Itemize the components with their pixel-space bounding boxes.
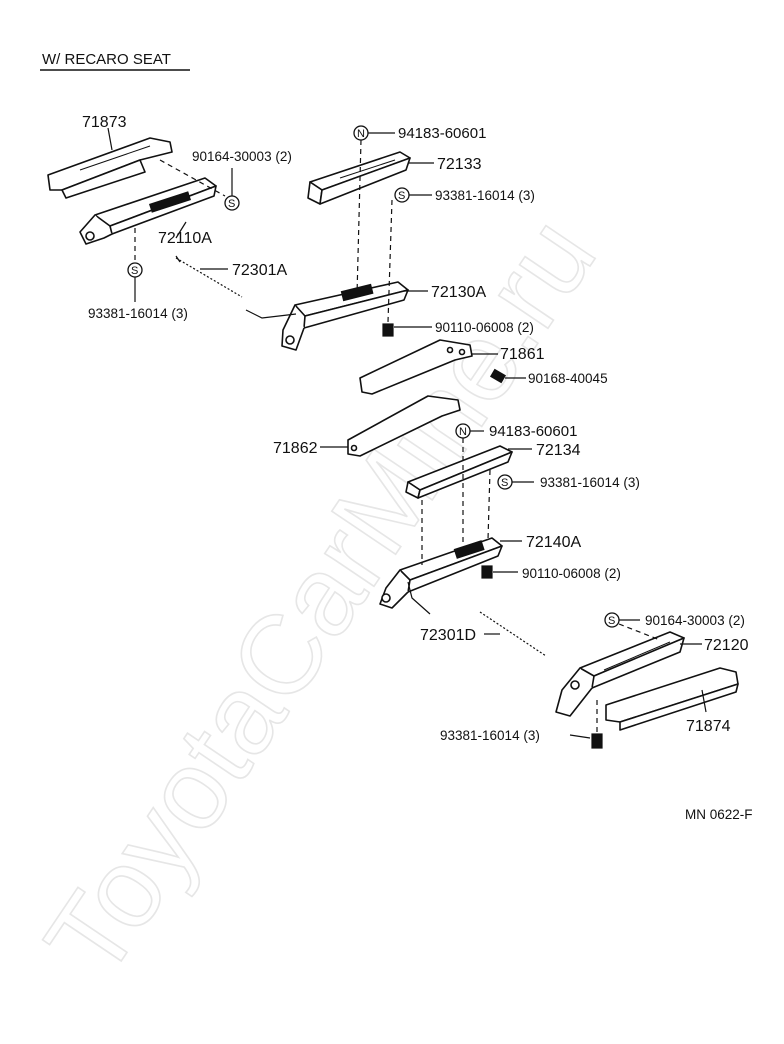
part-label-72110A: 72110A: [158, 230, 212, 247]
part-label-72140A: 72140A: [526, 534, 581, 551]
part-label-71861: 71861: [500, 346, 545, 363]
part-label-94183-60601: 94183-60601: [489, 423, 577, 440]
leader-line: [569, 734, 591, 739]
plate-71861-drawing: [359, 339, 473, 395]
bracket-72134-drawing: [405, 445, 513, 499]
svg-text:S: S: [228, 198, 235, 210]
rail-72120-drawing: [555, 631, 685, 717]
standard-part-symbol: S: [394, 187, 410, 203]
part-label-71873: 71873: [82, 114, 127, 131]
plate-71862-drawing: [347, 395, 461, 457]
part-label-72133: 72133: [437, 156, 482, 173]
part-label-72134: 72134: [536, 442, 581, 459]
part-label-90164-30003: 90164-30003 (2): [645, 613, 745, 628]
part-label-94183-60601: 94183-60601: [398, 125, 486, 142]
part-label-72301D: 72301D: [420, 627, 476, 644]
part-label-93381-16014: 93381-16014 (3): [88, 306, 188, 321]
part-label-72301A: 72301A: [232, 262, 287, 279]
wire-72301D-drawing: [479, 611, 547, 657]
part-label-90164-30003: 90164-30003 (2): [192, 149, 292, 164]
standard-part-symbol: S: [604, 612, 620, 628]
part-label-90168-40045: 90168-40045: [528, 371, 608, 386]
guide-line: [159, 159, 226, 197]
cover-71873-drawing: [47, 137, 173, 199]
part-label-90110-06008: 90110-06008 (2): [435, 320, 534, 335]
svg-text:N: N: [357, 128, 365, 140]
svg-text:S: S: [608, 615, 615, 627]
non-reusable-part-symbol: N: [455, 423, 471, 439]
standard-part-symbol: S: [224, 195, 240, 211]
guide-line: [356, 139, 362, 296]
part-label-93381-16014: 93381-16014 (3): [540, 475, 640, 490]
part-label-71874: 71874: [686, 718, 731, 735]
rail-72130A-drawing: [245, 281, 409, 351]
screw-90168-drawing: [489, 368, 507, 384]
svg-text:S: S: [131, 265, 138, 277]
part-label-93381-16014: 93381-16014 (3): [435, 188, 535, 203]
part-label-71862: 71862: [273, 440, 318, 457]
wire-72301A-drawing: [175, 255, 243, 298]
part-label-90110-06008: 90110-06008 (2): [522, 566, 621, 581]
part-label-72120: 72120: [704, 637, 749, 654]
rail-72140A-drawing: [379, 537, 503, 615]
bolt-90110-drawing: [382, 323, 394, 337]
rail-72110A-drawing: [79, 177, 217, 245]
diagram-title: W/ RECARO SEAT: [42, 51, 171, 68]
bolt-90110-drawing: [481, 565, 493, 579]
non-reusable-part-symbol: N: [353, 125, 369, 141]
leader-line: [107, 127, 113, 151]
guide-line: [487, 469, 491, 541]
leader-line: [701, 689, 707, 713]
bolt-93381-drawing: [591, 733, 603, 749]
guide-line: [387, 199, 393, 323]
leader-line: [175, 221, 187, 239]
guide-line: [618, 623, 661, 641]
part-label-93381-16014: 93381-16014 (3): [440, 728, 540, 743]
standard-part-symbol: S: [497, 474, 513, 490]
cover-71874-drawing: [605, 667, 739, 731]
part-label-72130A: 72130A: [431, 284, 486, 301]
svg-text:N: N: [459, 426, 467, 438]
figure-code: MN 0622-F: [685, 807, 753, 822]
svg-text:S: S: [501, 477, 508, 489]
svg-text:S: S: [398, 190, 405, 202]
standard-part-symbol: S: [127, 262, 143, 278]
